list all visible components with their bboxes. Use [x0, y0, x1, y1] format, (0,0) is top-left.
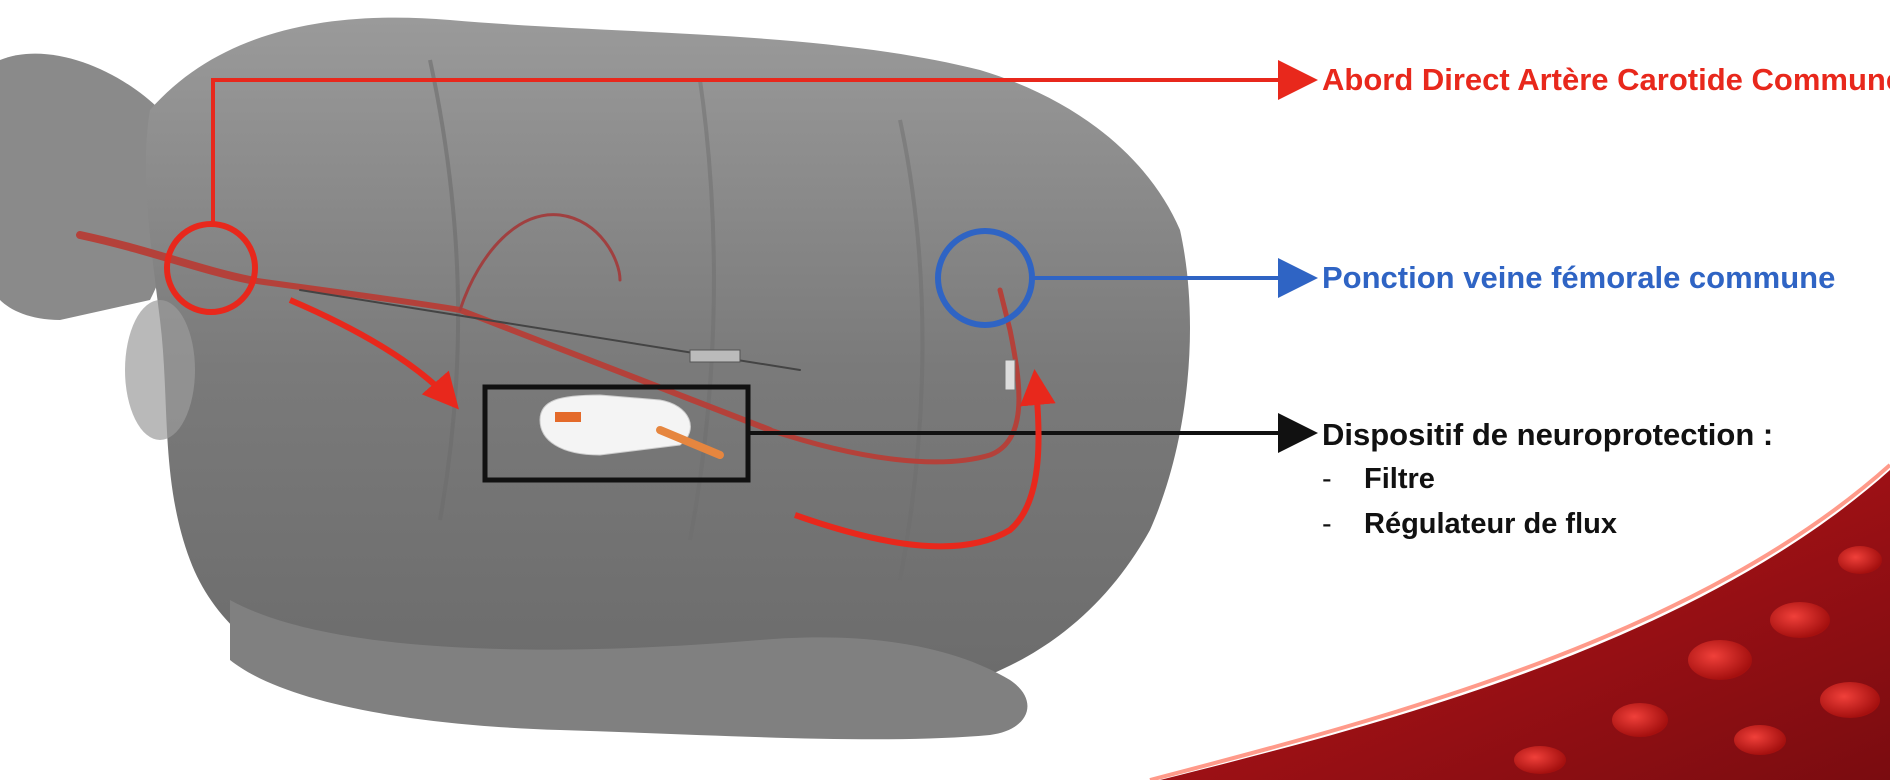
carotid-label: Abord Direct Artère Carotide Commune [1322, 63, 1890, 97]
device-item-filter: -Filtre [1322, 463, 1435, 496]
device-item-label: Régulateur de flux [1364, 508, 1617, 540]
femoral-label: Ponction veine fémorale commune [1322, 261, 1835, 295]
device-item-label: Filtre [1364, 463, 1435, 495]
list-dash: - [1322, 508, 1364, 541]
device-item-flow-regulator: -Régulateur de flux [1322, 508, 1617, 541]
device-label: Dispositif de neuroprotection : [1322, 418, 1773, 452]
list-dash: - [1322, 463, 1364, 496]
